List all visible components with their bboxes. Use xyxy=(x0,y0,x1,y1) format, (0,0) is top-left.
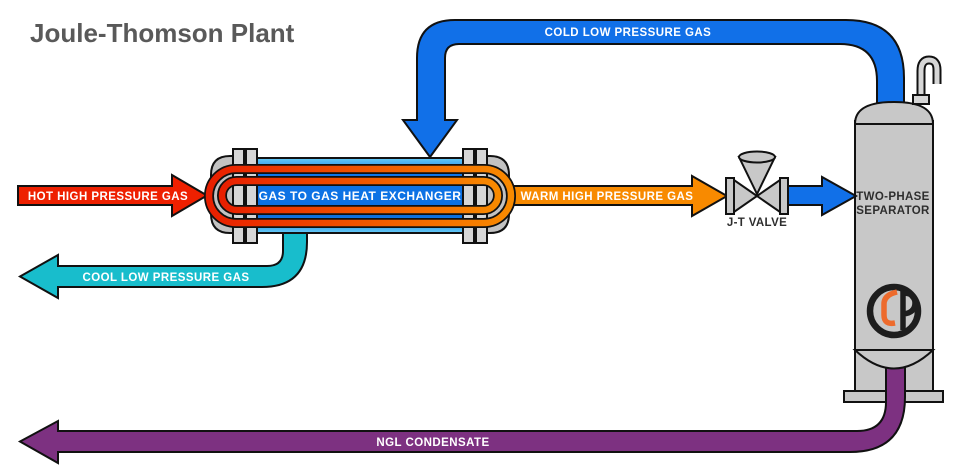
hot-gas-label: HOT HIGH PRESSURE GAS xyxy=(28,191,188,203)
pipe-ngl-condensate: NGL CONDENSATE xyxy=(17,357,906,465)
gas-to-gas-heat-exchanger: GAS TO GAS HEAT EXCHANGER xyxy=(204,148,516,244)
jt-valve: J-T VALVE xyxy=(725,150,789,229)
cold-gas-feed-arrow-shape xyxy=(787,175,859,217)
exchanger-left-flange-1 xyxy=(232,148,245,244)
tube-outer xyxy=(205,165,515,227)
separator-label-line1: TWO-PHASE xyxy=(856,191,929,203)
separator-details: TWO-PHASE SEPARATOR xyxy=(852,191,936,370)
warm-gas-label: WARM HIGH PRESSURE GAS xyxy=(521,191,694,203)
ngl-arrow-shape xyxy=(17,357,906,465)
flow-labels: HOT HIGH PRESSURE GAS WARM HIGH PRESSURE… xyxy=(28,191,694,203)
exchanger-left-flange-2 xyxy=(245,148,258,244)
separator-logo xyxy=(866,283,922,339)
cool-gas-label: COOL LOW PRESSURE GAS xyxy=(82,272,249,284)
pipe-cold-low-pressure-gas: COLD LOW PRESSURE GAS xyxy=(401,19,905,159)
separator-label-line2: SEPARATOR xyxy=(856,205,930,217)
exchanger-tube-coil xyxy=(204,164,516,228)
exchanger-label: GAS TO GAS HEAT EXCHANGER xyxy=(259,189,462,203)
separator-dome xyxy=(853,100,935,125)
hot-gas-arrow-shape xyxy=(17,173,209,218)
separator-dished-head xyxy=(852,349,936,370)
cold-gas-label: COLD LOW PRESSURE GAS xyxy=(545,27,712,39)
valve-left-flange xyxy=(725,177,735,215)
logo-p-glyph-icon xyxy=(900,290,918,330)
tube-inner xyxy=(218,177,502,214)
two-phase-separator xyxy=(843,55,944,403)
vent-collar xyxy=(912,94,930,105)
separator-shell xyxy=(854,120,934,394)
cold-gas-pipe-shape xyxy=(401,19,905,159)
exchanger-right-flange-2 xyxy=(475,148,488,244)
valve-label: J-T VALVE xyxy=(727,217,787,229)
separator-vent xyxy=(912,55,942,105)
pipe-cool-low-pressure-gas: COOL LOW PRESSURE GAS xyxy=(17,229,308,300)
flow-arrows xyxy=(17,173,859,218)
cool-gas-arrow-shape xyxy=(17,229,308,300)
logo-accent-glyph-icon xyxy=(881,289,898,327)
valve-bonnet-cap xyxy=(738,150,776,164)
page-title: Joule-Thomson Plant xyxy=(30,18,295,48)
valve-right-flange xyxy=(779,177,789,215)
vent-pipe xyxy=(918,57,940,104)
ngl-label: NGL CONDENSATE xyxy=(376,437,489,449)
logo-ring-icon xyxy=(866,283,922,339)
exchanger-right-flange-1 xyxy=(462,148,475,244)
valve-body-left xyxy=(733,178,759,214)
valve-body-right xyxy=(755,178,781,214)
warm-gas-arrow-shape xyxy=(512,174,730,218)
